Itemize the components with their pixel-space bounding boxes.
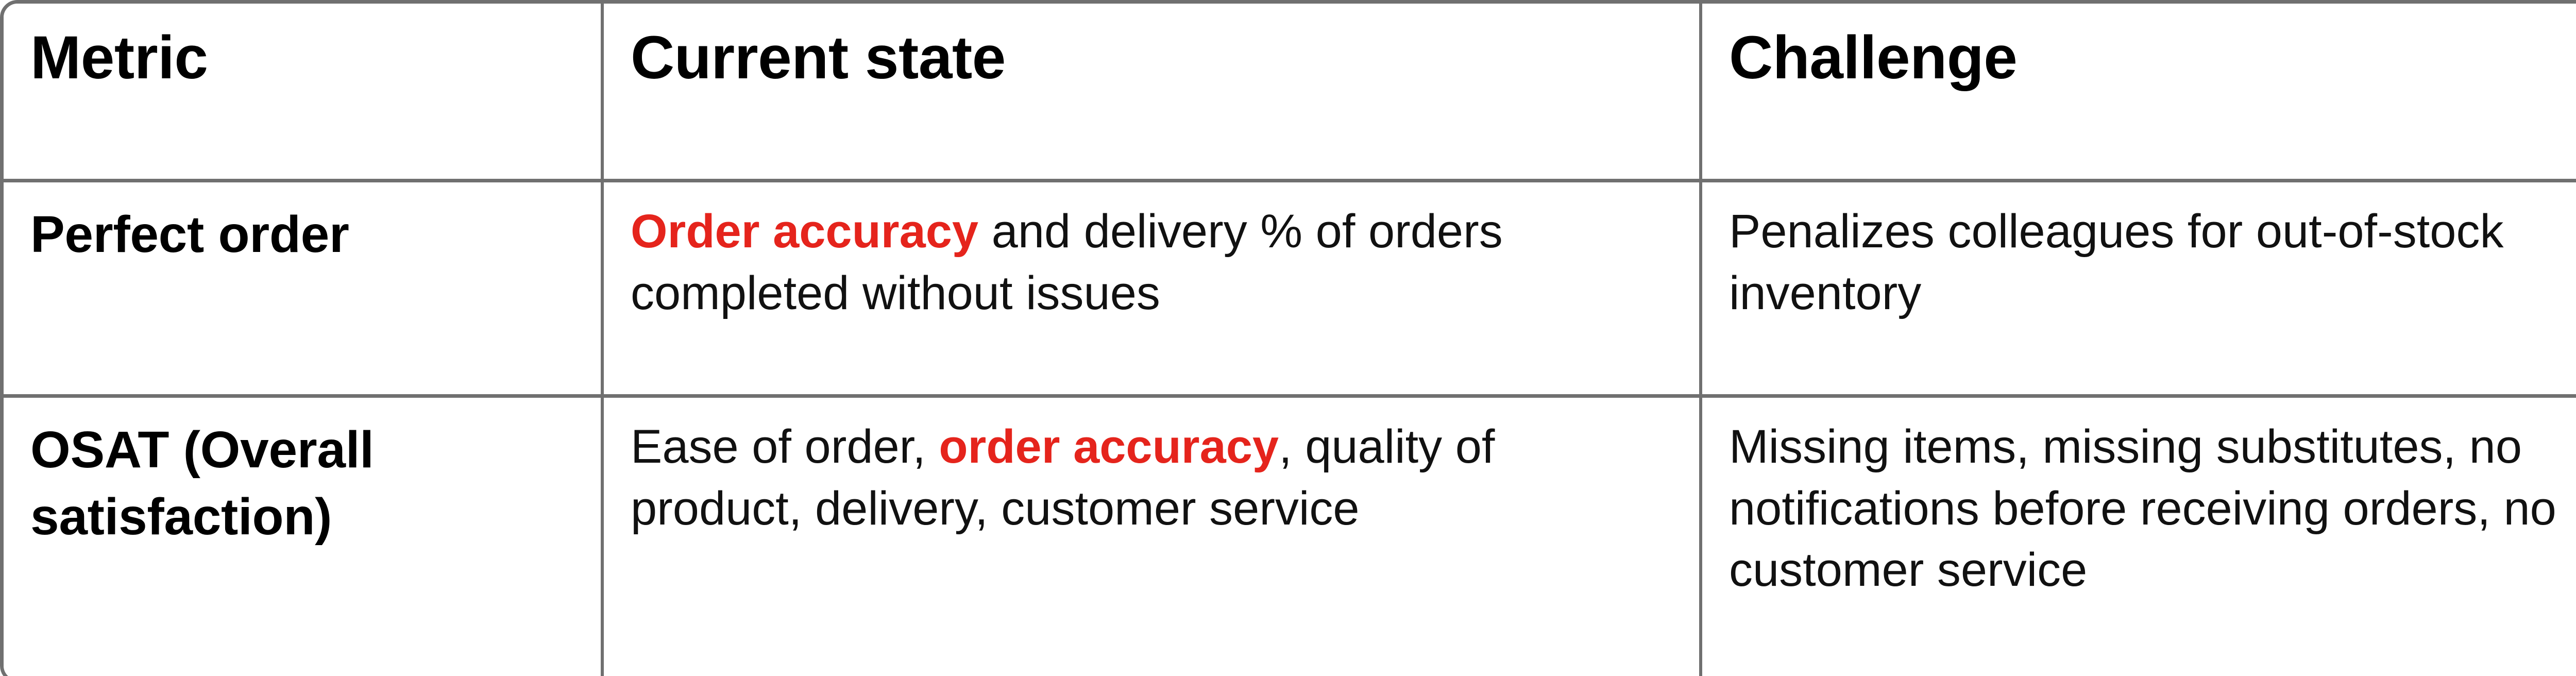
table-header: Metric Current state Challenge To-be sta… [4,4,2576,182]
highlight-order-accuracy: order accuracy [939,420,1279,473]
cell-metric: OSAT (Overall satisfaction) [4,398,604,676]
current-state-text: Ease of order, order accuracy, quality o… [631,416,1675,539]
cell-challenge: Missing items, missing substitutes, no n… [1702,398,2576,676]
cell-current-state: Ease of order, order accuracy, quality o… [604,398,1702,676]
column-header-challenge: Challenge [1702,4,2576,182]
highlight-order-accuracy: Order accuracy [631,205,979,258]
current-state-rest: , quality of product, delivery, customer… [631,420,1495,535]
column-header-metric: Metric [4,4,604,182]
cell-current-state: Order accuracy and delivery % of orders … [604,182,1702,398]
cell-challenge: Penalizes colleagues for out-of-stock in… [1702,182,2576,398]
column-header-current-state: Current state [604,4,1702,182]
current-state-text: Order accuracy and delivery % of orders … [631,201,1675,324]
table-row: OSAT (Overall satisfaction) Ease of orde… [4,398,2576,676]
table-header-row: Metric Current state Challenge To-be sta… [4,4,2576,182]
cell-metric: Perfect order [4,182,604,398]
table-row: Perfect order Order accuracy and deliver… [4,182,2576,398]
current-state-rest: and delivery % of orders completed witho… [631,205,1503,319]
current-state-before: Ease of order, [631,420,939,473]
table-body: Perfect order Order accuracy and deliver… [4,182,2576,676]
